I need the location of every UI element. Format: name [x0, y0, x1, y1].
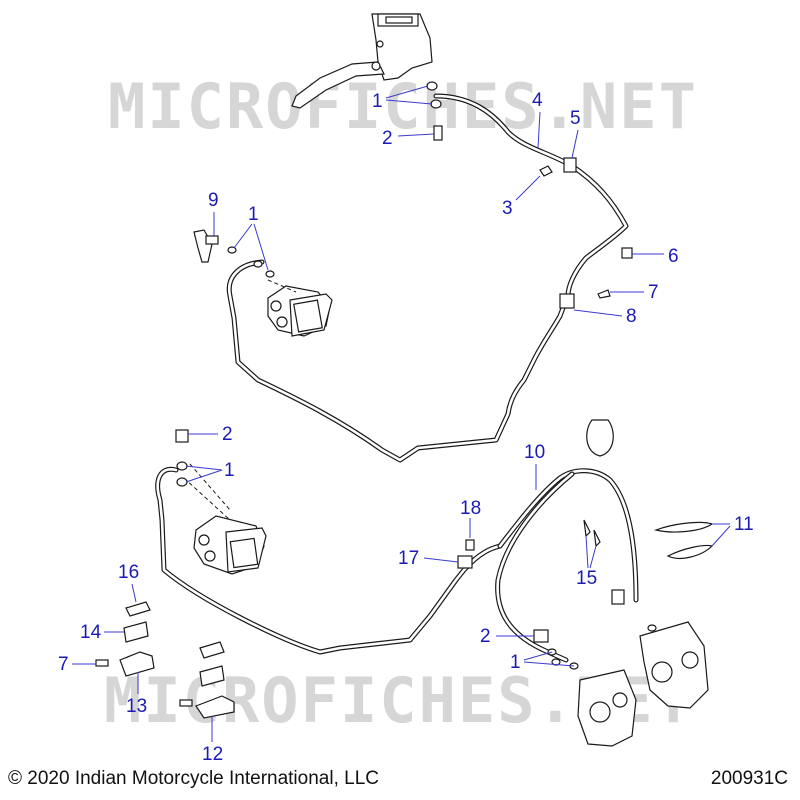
svg-text:2: 2 — [382, 128, 393, 149]
callout-7-lower: 7 — [58, 654, 96, 675]
callout-1-rear: 1 — [510, 651, 575, 673]
callout-7-upper: 7 — [610, 282, 659, 303]
svg-text:8: 8 — [626, 306, 637, 327]
brake-line-lower — [155, 466, 503, 655]
callout-2-lower: 2 — [188, 424, 233, 445]
svg-text:2: 2 — [222, 424, 233, 445]
svg-text:18: 18 — [460, 498, 481, 519]
svg-text:2: 2 — [480, 626, 491, 647]
callout-9: 9 — [208, 190, 219, 236]
svg-text:9: 9 — [208, 190, 219, 211]
callout-17: 17 — [398, 548, 459, 569]
svg-text:1: 1 — [224, 460, 235, 481]
sealing-washers — [227, 81, 633, 309]
callout-13: 13 — [126, 672, 147, 717]
caliper-rear — [577, 669, 637, 747]
callout-14: 14 — [80, 622, 124, 643]
svg-text:6: 6 — [668, 246, 679, 267]
callout-3: 3 — [502, 175, 541, 219]
svg-text:12: 12 — [202, 744, 223, 765]
svg-text:7: 7 — [58, 654, 69, 675]
brake-hose-front — [433, 93, 629, 299]
svg-text:14: 14 — [80, 622, 102, 643]
copyright-text: © 2020 Indian Motorcycle International, … — [8, 768, 379, 789]
callout-2-rear: 2 — [480, 626, 534, 647]
svg-text:5: 5 — [570, 108, 581, 129]
svg-text:15: 15 — [576, 568, 597, 589]
watermark-top: MICROFICHES.NET — [108, 70, 698, 143]
callout-2-upper: 2 — [382, 128, 435, 149]
brake-line-upper — [226, 259, 569, 463]
callout-1-mid: 1 — [233, 204, 269, 271]
callout-1-upper: 1 — [372, 85, 433, 112]
brackets — [95, 601, 235, 719]
svg-text:11: 11 — [734, 514, 754, 535]
callout-15: 15 — [576, 535, 597, 589]
svg-text:16: 16 — [118, 562, 139, 583]
caliper-front — [639, 621, 709, 709]
hose-clamp — [586, 419, 614, 457]
svg-text:3: 3 — [502, 198, 513, 219]
svg-text:10: 10 — [524, 442, 545, 463]
svg-text:4: 4 — [532, 90, 543, 111]
callout-4: 4 — [532, 90, 543, 149]
svg-text:1: 1 — [372, 91, 383, 112]
callout-1-lower: 1 — [185, 460, 235, 483]
abs-module-lower — [183, 463, 267, 575]
lower-hardware — [175, 429, 657, 670]
abs-module-upper — [267, 279, 333, 337]
pressure-sensor — [193, 229, 219, 263]
svg-text:1: 1 — [510, 652, 521, 673]
svg-text:1: 1 — [248, 204, 259, 225]
rear-brake-hoses — [495, 468, 639, 663]
svg-text:13: 13 — [126, 696, 147, 717]
callout-18: 18 — [460, 498, 481, 538]
callout-16: 16 — [118, 562, 139, 603]
master-cylinder — [291, 13, 433, 109]
tie-straps — [653, 521, 714, 559]
callout-8: 8 — [573, 306, 637, 327]
callout-6: 6 — [632, 246, 679, 267]
callout-10: 10 — [524, 442, 545, 490]
callout-11: 11 — [711, 514, 754, 547]
svg-text:7: 7 — [648, 282, 659, 303]
callout-5: 5 — [570, 108, 581, 159]
callout-12: 12 — [202, 716, 223, 765]
drawing-number: 200931C — [710, 768, 788, 789]
svg-text:17: 17 — [398, 548, 419, 569]
